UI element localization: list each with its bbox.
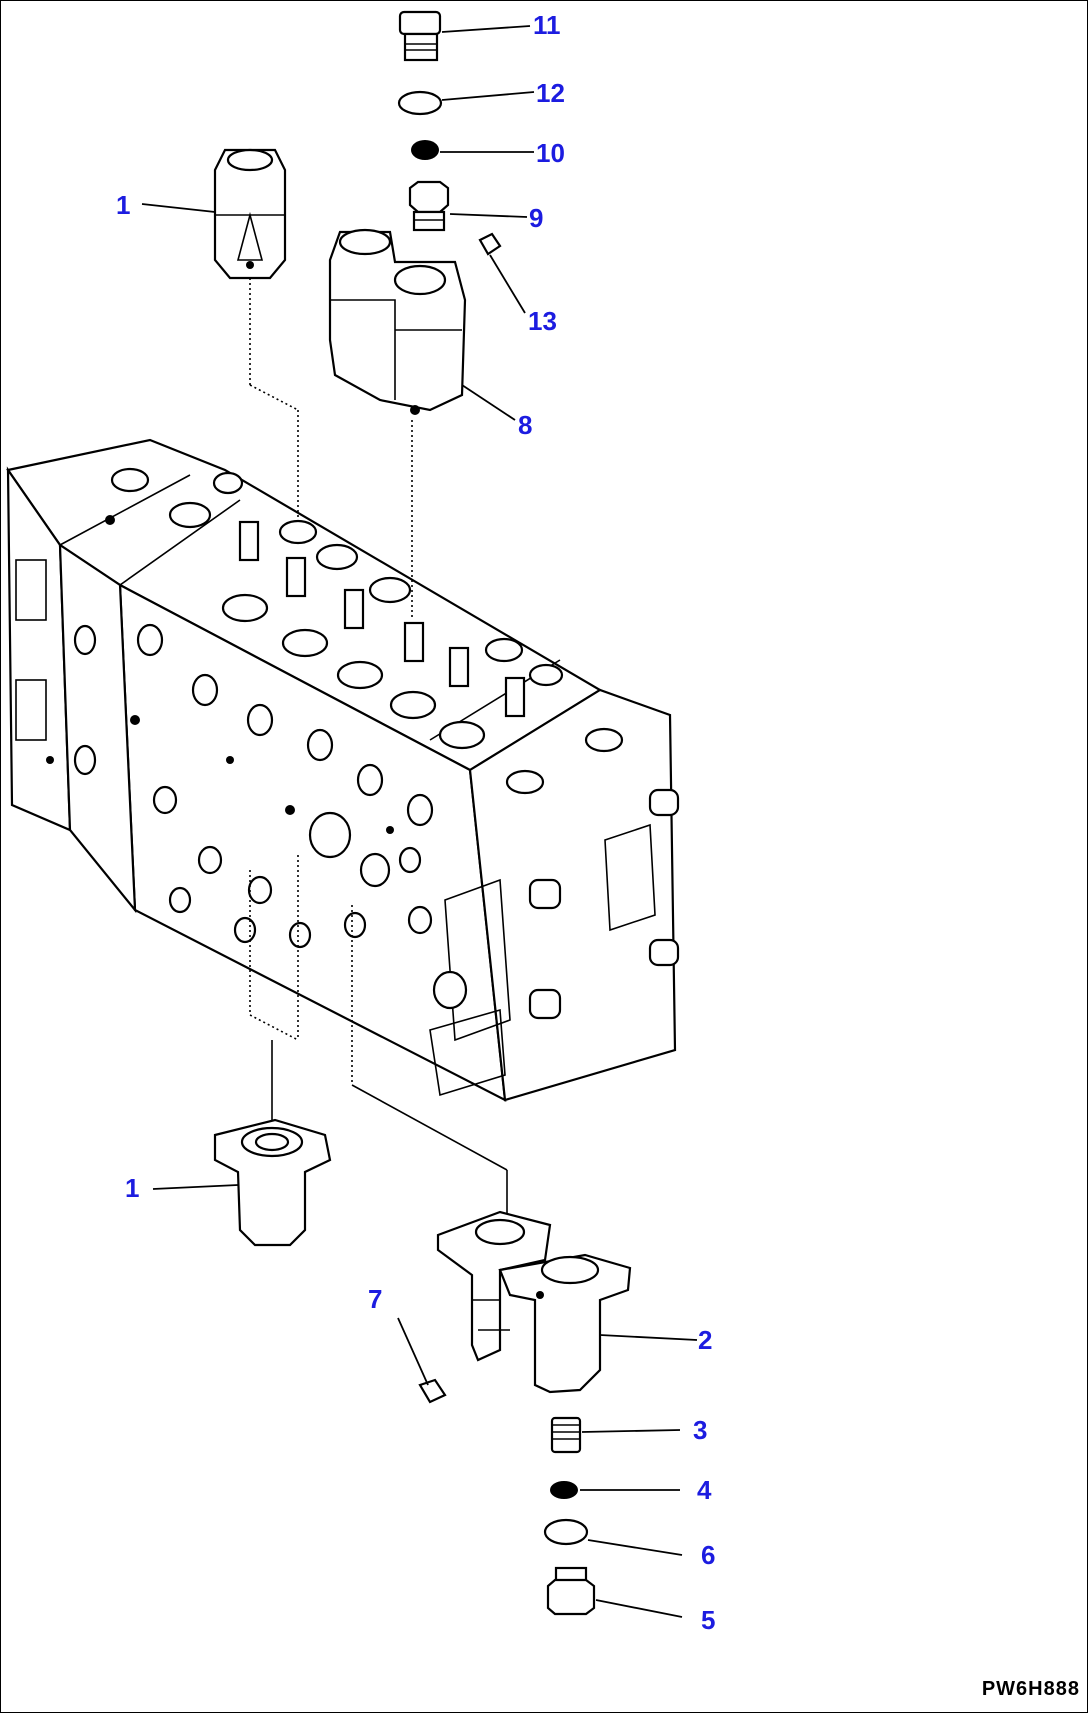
part-11-plug: [398, 10, 442, 62]
part-7-bolt: [418, 1378, 447, 1404]
callout-6: 6: [701, 1540, 716, 1570]
callout-10: 10: [536, 138, 565, 168]
part-12-o-ring: [397, 90, 443, 116]
callout-12: 12: [536, 78, 565, 108]
part-2-valve: [436, 1210, 632, 1394]
part-5-fitting: [546, 1566, 596, 1616]
callout-1-top: 1: [116, 190, 131, 220]
callout-9: 9: [529, 203, 544, 233]
part-1-bottom-cover: [213, 1118, 332, 1247]
part-13-bolt: [478, 232, 502, 256]
callout-3: 3: [693, 1415, 708, 1445]
leader-lines: [141, 25, 698, 1618]
callout-7: 7: [368, 1284, 383, 1314]
callout-1-bottom: 1: [125, 1173, 140, 1203]
part-1-top-cover: [213, 148, 287, 280]
assembly-lines: [249, 278, 508, 1220]
callout-4: 4: [697, 1475, 712, 1505]
control-valve-block: [6, 438, 680, 1102]
part-9-fitting: [408, 180, 450, 232]
callout-5: 5: [701, 1605, 716, 1635]
part-8-valve: [328, 228, 467, 415]
callout-11: 11: [533, 10, 561, 40]
figure-code: PW6H888: [981, 1678, 1080, 1700]
callout-8: 8: [518, 410, 533, 440]
part-3-plug: [550, 1416, 582, 1454]
callout-13: 13: [528, 306, 557, 336]
part-6-o-ring: [543, 1518, 589, 1546]
part-4-washer: [550, 1481, 578, 1499]
part-10-washer: [411, 140, 439, 160]
callout-2: 2: [698, 1325, 713, 1355]
